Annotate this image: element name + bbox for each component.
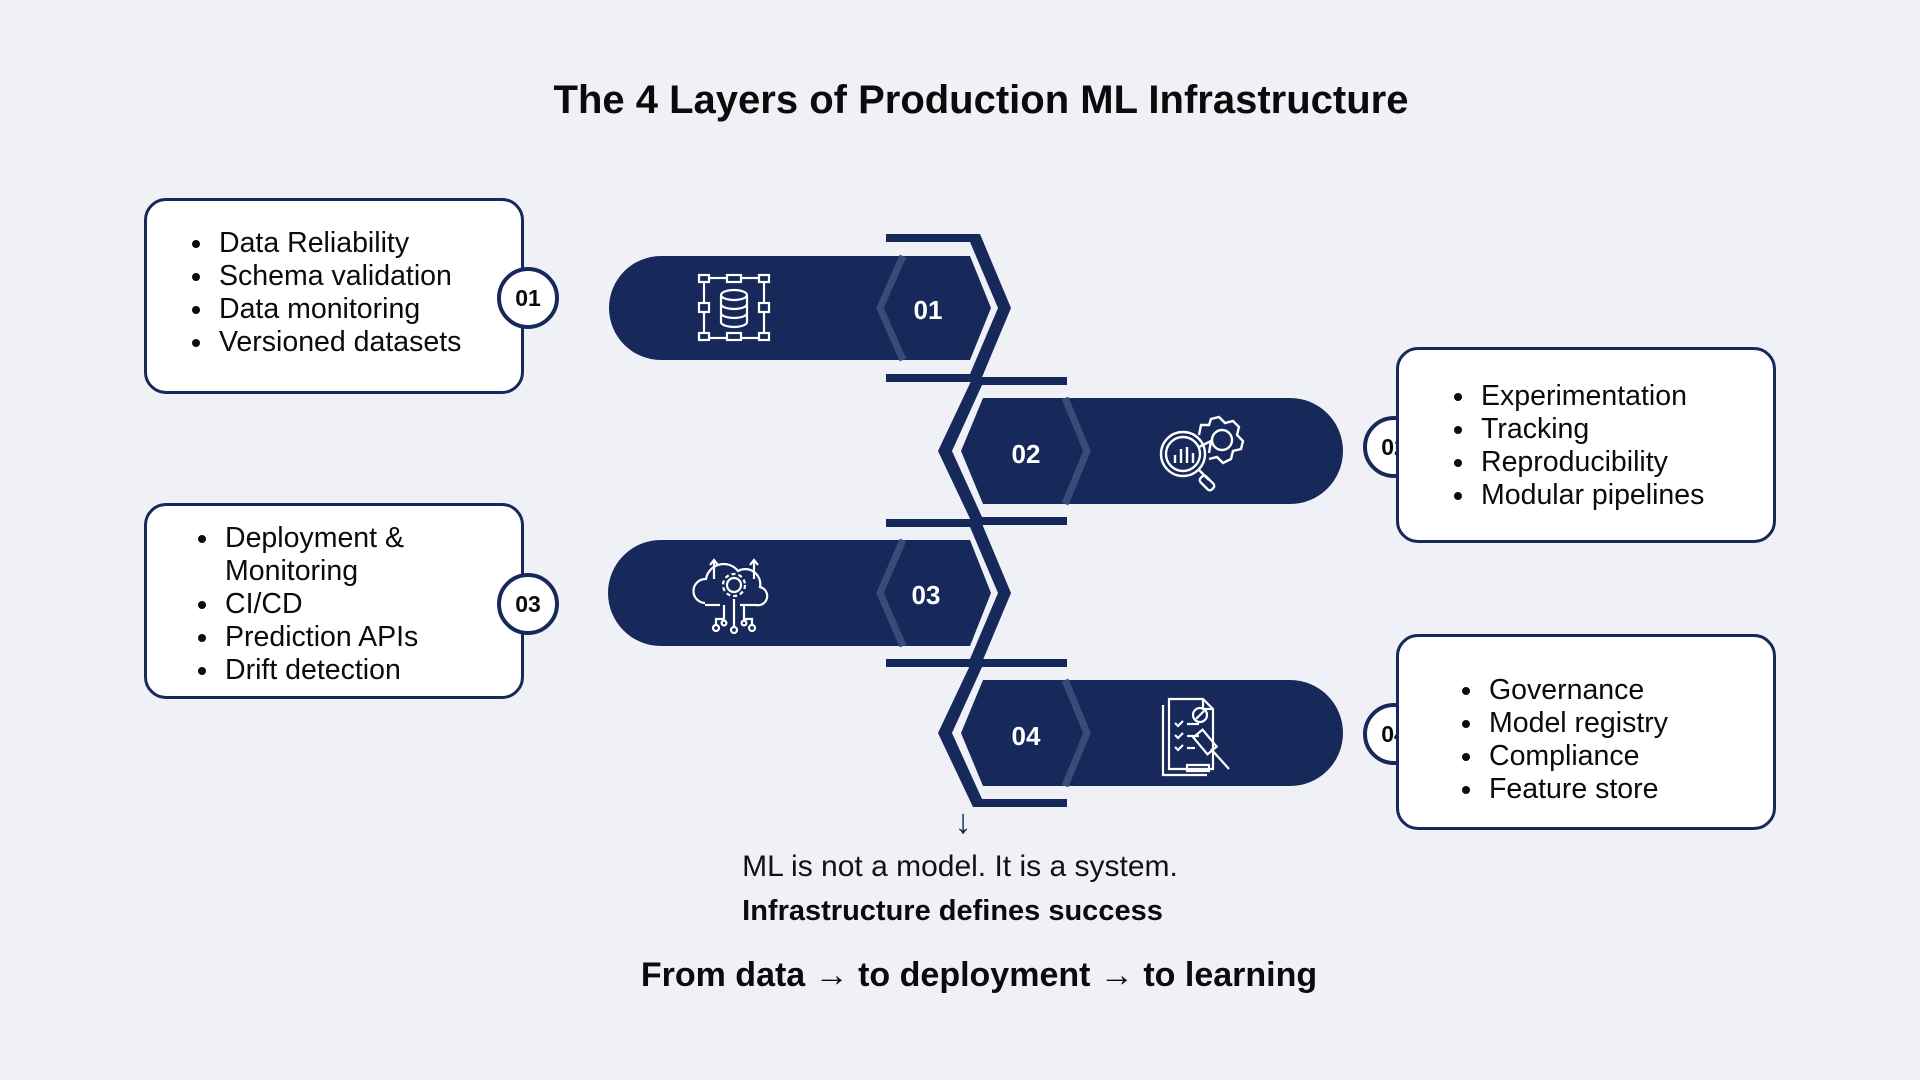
layer-01-capsule: 01 xyxy=(608,234,1028,384)
list-item: CI/CD xyxy=(221,588,521,621)
layer-01-badge: 01 xyxy=(497,267,559,329)
layer-02-card: Experimentation Tracking Reproducibility… xyxy=(1396,347,1776,543)
list-item: Compliance xyxy=(1485,740,1773,773)
layer-04-card: Governance Model registry Compliance Fea… xyxy=(1396,634,1776,830)
list-item: Drift detection xyxy=(221,654,521,687)
layer-03-capsule: 03 xyxy=(608,519,1028,669)
list-item: Prediction APIs xyxy=(221,621,521,654)
list-item: Feature store xyxy=(1485,773,1773,806)
list-item: Schema validation xyxy=(215,260,521,293)
layer-04-list: Governance Model registry Compliance Fea… xyxy=(1399,674,1773,806)
page-title: The 4 Layers of Production ML Infrastruc… xyxy=(553,78,1409,122)
list-item: Deployment & Monitoring xyxy=(221,522,465,588)
layer-02-capsule: 02 xyxy=(937,377,1343,527)
list-item: Data monitoring xyxy=(215,293,521,326)
layer-04-capsule: 04 xyxy=(937,659,1343,809)
list-item: Experimentation xyxy=(1477,380,1773,413)
list-item: Modular pipelines xyxy=(1477,479,1773,512)
cloud-circuit-gear-icon xyxy=(692,558,769,635)
down-arrow-icon: ↓ xyxy=(954,803,972,841)
layer-03-badge: 03 xyxy=(497,573,559,635)
tagline-flow: From data → to deployment → to learning xyxy=(640,956,1318,994)
layer-03-card: Deployment & Monitoring CI/CD Prediction… xyxy=(144,503,524,699)
layer-01-list: Data Reliability Schema validation Data … xyxy=(147,227,521,359)
layer-01-card: Data Reliability Schema validation Data … xyxy=(144,198,524,394)
database-network-icon xyxy=(697,273,771,342)
layer-04-number: 04 xyxy=(1012,721,1041,751)
analytics-gear-magnifier-icon xyxy=(1159,415,1245,492)
list-item: Data Reliability xyxy=(215,227,521,260)
layer-03-number: 03 xyxy=(912,580,941,610)
layer-01-number: 01 xyxy=(914,295,943,325)
layer-03-list: Deployment & Monitoring CI/CD Prediction… xyxy=(147,522,521,687)
layer-02-list: Experimentation Tracking Reproducibility… xyxy=(1399,380,1773,512)
compliance-document-gavel-icon xyxy=(1161,697,1230,777)
tagline-success: Infrastructure defines success xyxy=(742,895,1163,927)
list-item: Model registry xyxy=(1485,707,1773,740)
list-item: Governance xyxy=(1485,674,1773,707)
tagline-system: ML is not a model. It is a system. xyxy=(742,850,1178,883)
list-item: Tracking xyxy=(1477,413,1773,446)
list-item: Reproducibility xyxy=(1477,446,1773,479)
list-item: Versioned datasets xyxy=(215,326,521,359)
layer-02-number: 02 xyxy=(1012,439,1041,469)
